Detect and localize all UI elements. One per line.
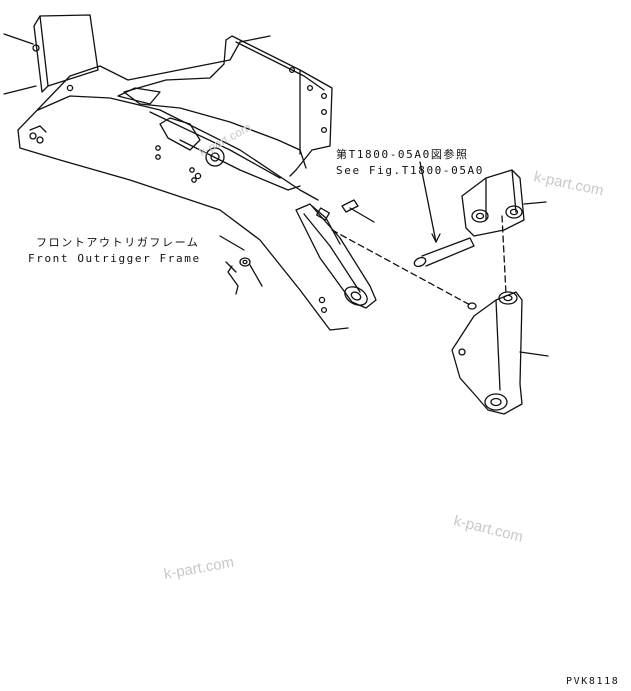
front-outrigger-frame xyxy=(17,35,377,331)
right-link-plate xyxy=(451,291,549,415)
right-bracket xyxy=(461,169,547,237)
drawing-code: PVK8118 xyxy=(566,676,620,687)
leader-line-plate xyxy=(3,33,34,45)
pin-washer-group xyxy=(219,235,263,295)
square-plate-part xyxy=(32,14,99,93)
long-pin xyxy=(413,161,475,268)
leader-line-frame-left xyxy=(3,85,37,95)
frame-label-en: Front Outrigger Frame xyxy=(28,252,201,265)
ref-label-en: See Fig.T1800-05A0 xyxy=(336,164,485,177)
centerline xyxy=(331,229,473,307)
ref-label-jp: 第T1800-05A0図参照 xyxy=(336,148,469,161)
bolt-top-middle xyxy=(341,199,375,223)
frame-label-jp: フロントアウトリガフレーム xyxy=(36,236,200,249)
centerline-vertical xyxy=(501,215,507,295)
